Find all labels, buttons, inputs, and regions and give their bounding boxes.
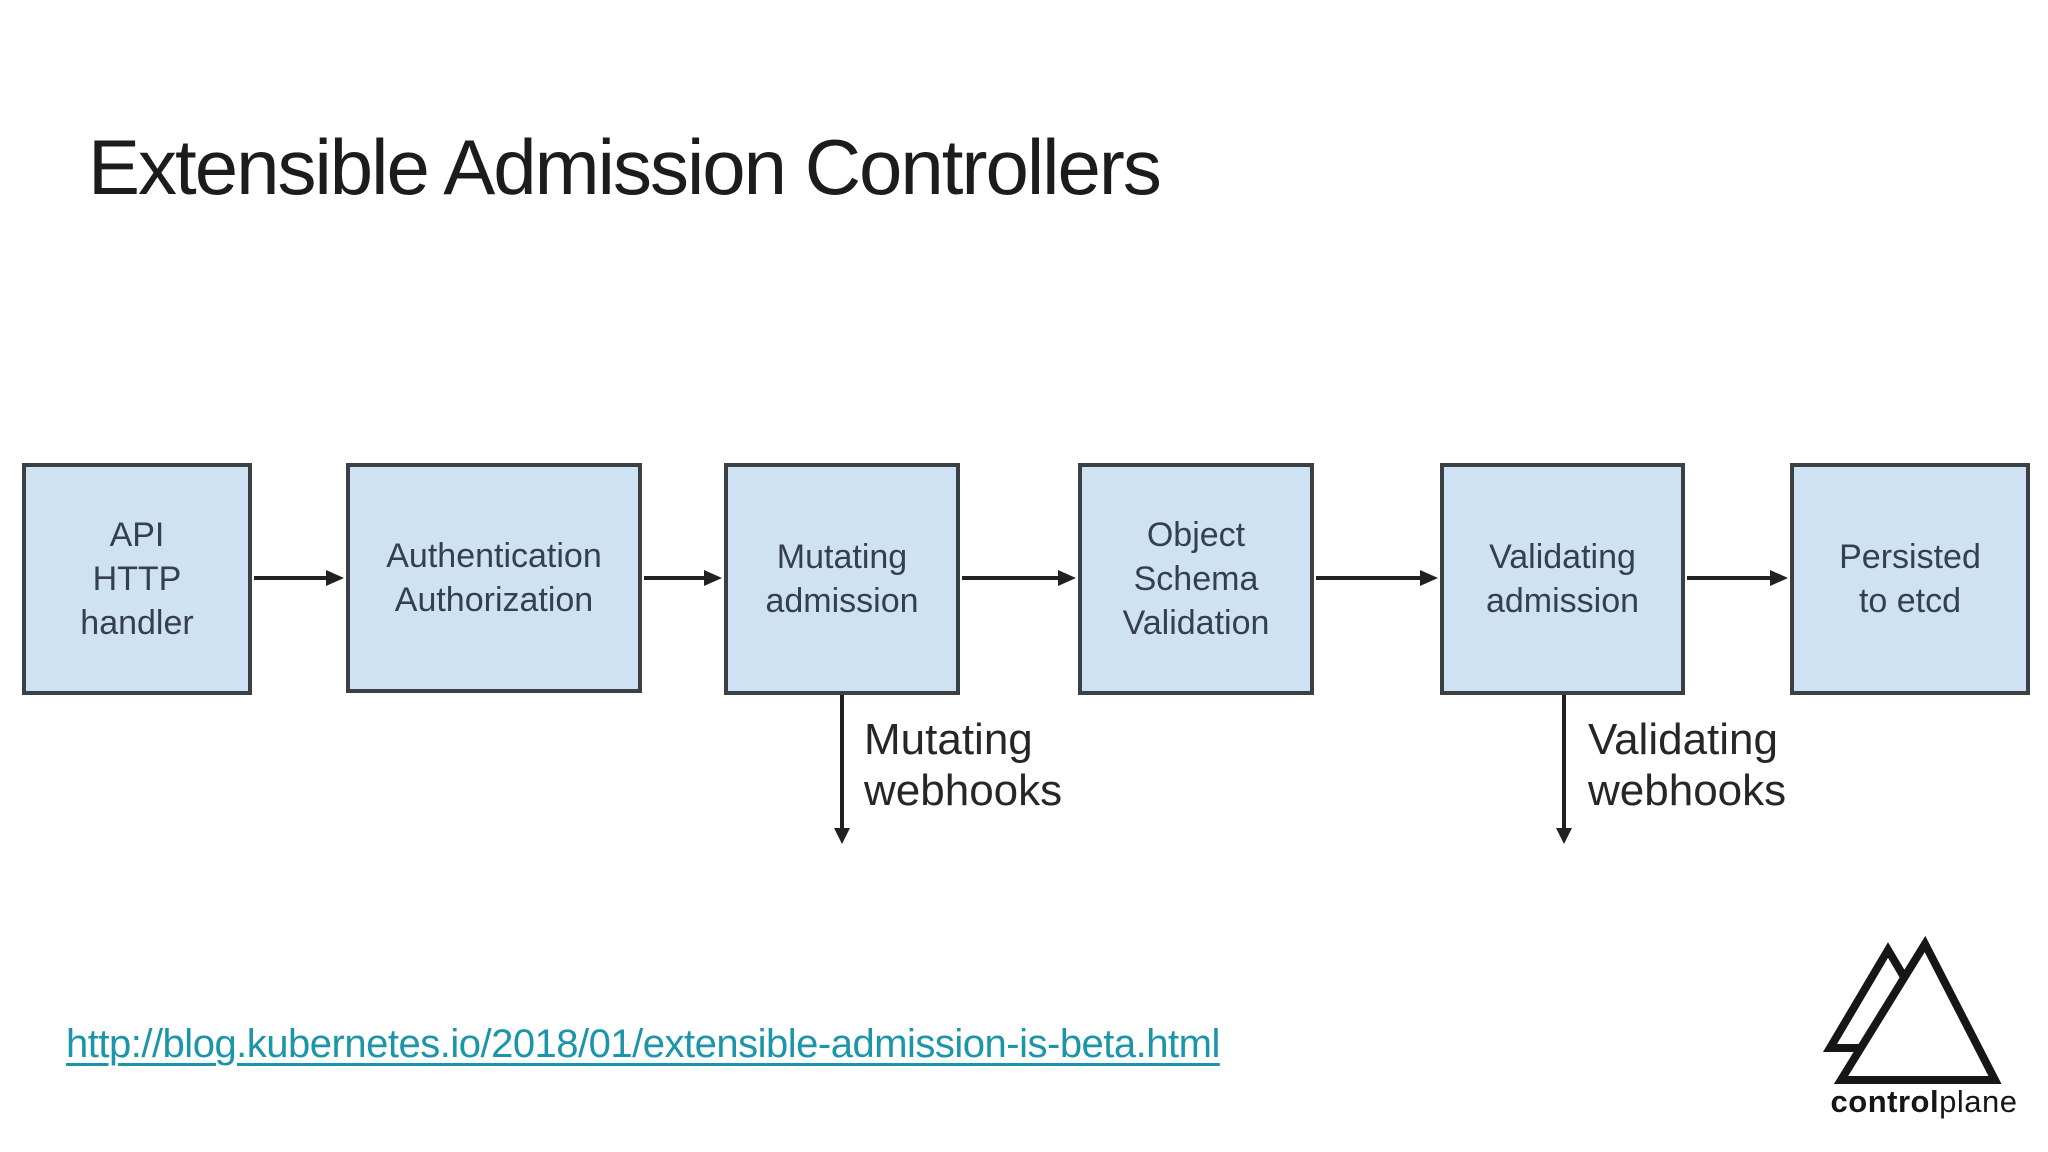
flow-box-persisted-to-etcd: Persisted to etcd [1790, 463, 2030, 695]
down-arrow-icon [1556, 695, 1572, 844]
flow-arrow-icon [1687, 570, 1788, 586]
controlplane-logo: controlplane [1800, 920, 2048, 1130]
flow-box-mutating-admission: Mutating admission [724, 463, 960, 695]
flow-box-authentication-authorization: Authentication Authorization [346, 463, 642, 693]
source-link[interactable]: http://blog.kubernetes.io/2018/01/extens… [66, 1022, 1220, 1066]
flow-arrow-icon [962, 570, 1076, 586]
flow-arrow-icon [254, 570, 344, 586]
logo-text-plane: plane [1939, 1084, 2018, 1119]
flow-box-api-http-handler: API HTTP handler [22, 463, 252, 695]
down-arrow-icon [834, 695, 850, 844]
flow-arrow-icon [1316, 570, 1438, 586]
flow-box-object-schema-validation: Object Schema Validation [1078, 463, 1314, 695]
validating-webhooks-label: Validating webhooks [1588, 715, 1787, 816]
controlplane-logo-text: controlplane [1800, 1084, 2048, 1120]
mutating-webhooks-label: Mutating webhooks [864, 715, 1063, 816]
flow-arrow-icon [644, 570, 722, 586]
logo-text-control: control [1830, 1084, 1940, 1119]
controlplane-logo-icon [1822, 935, 2002, 1084]
flow-box-validating-admission: Validating admission [1440, 463, 1685, 695]
page-title: Extensible Admission Controllers [88, 123, 1162, 211]
